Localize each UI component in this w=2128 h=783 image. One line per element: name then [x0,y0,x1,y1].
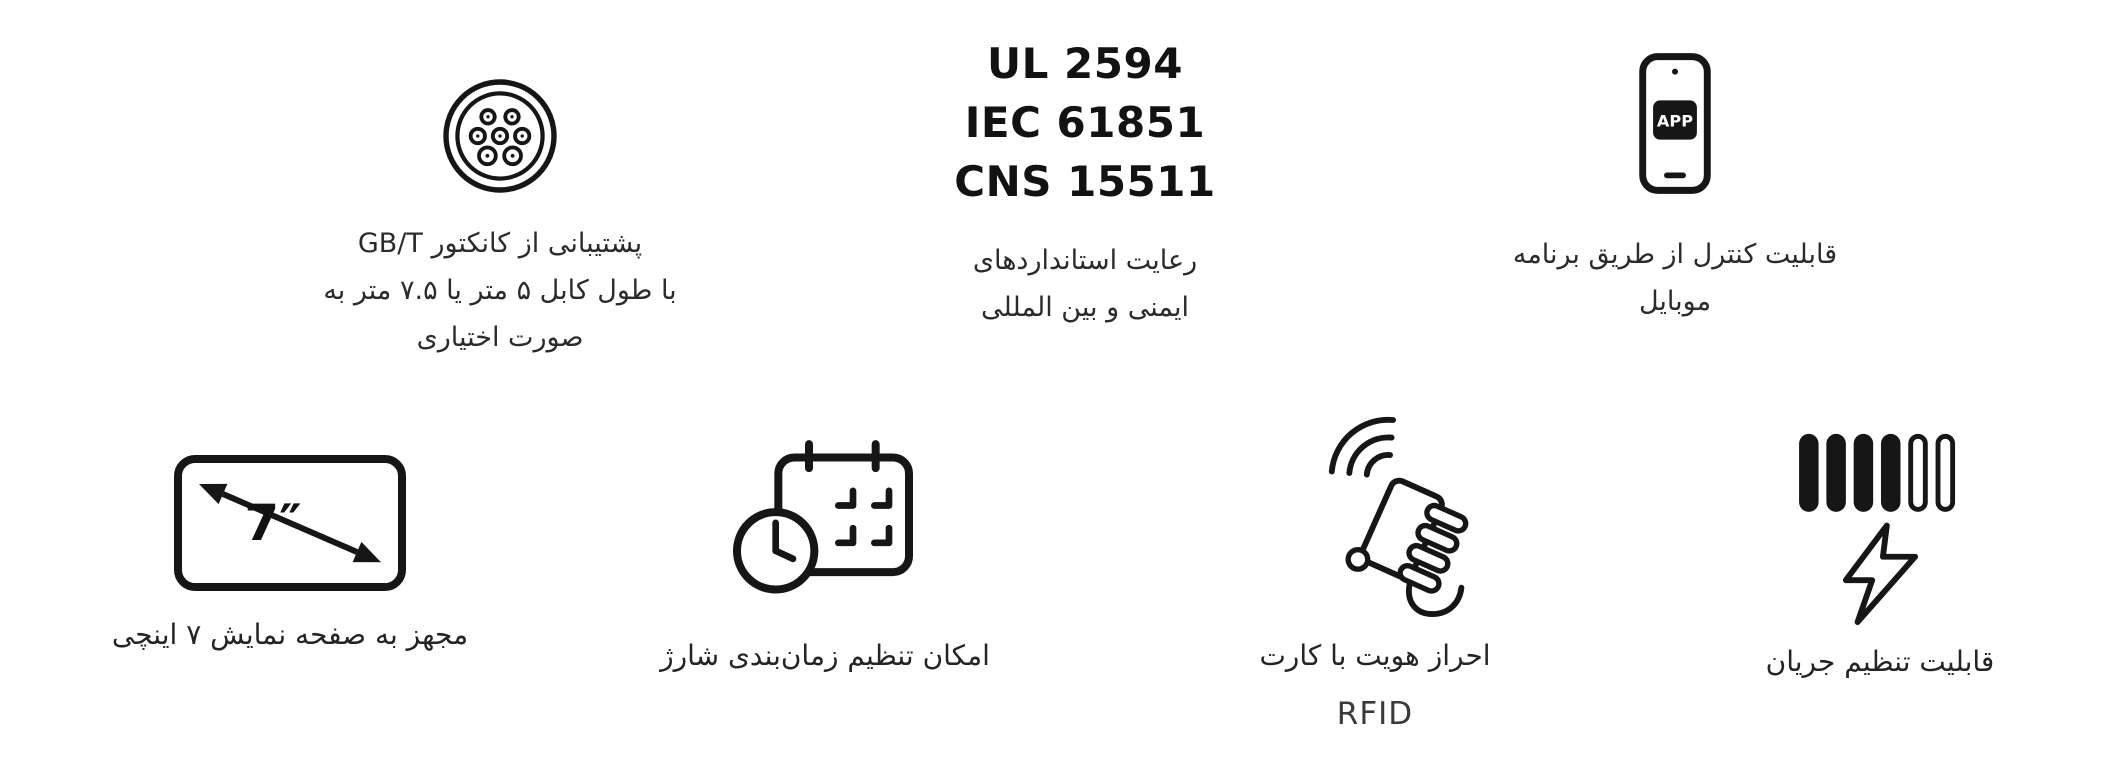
rfid-caption-line: احراز هویت با کارت [1259,639,1491,672]
mobile-app-icon: APP [1639,53,1711,194]
current-bars-icon [1799,433,1956,512]
feature-schedule: امکان تنظیم زمان‌بندی شارژ [600,436,1050,679]
standard-code: UL 2594 [987,39,1183,88]
standard-code: IEC 61851 [964,98,1206,147]
display-caption-line: مجهز به صفحه نمایش ۷ اینچی [111,618,469,651]
app-badge-label: APP [1657,111,1693,130]
feature-app-control: APP قابلیت کنترل از طریق برنامه موبایل [1430,52,1920,325]
standards-codes: UL 2594 IEC 61851 CNS 15511 [954,34,1215,211]
app-caption-line: قابلیت کنترل از طریق برنامه [1512,239,1838,270]
display-size-label: 7″ [244,494,301,552]
feature-rfid: احراز هویت با کارت RFID [1150,412,1600,735]
gbt-connector-icon [443,79,557,193]
rfid-sub-label: RFID [1336,696,1414,732]
connector-caption-line: با طول کابل ۵ متر یا ۷.۵ متر به [323,275,677,306]
standard-code: CNS 15511 [954,157,1216,206]
standards-caption-line: رعایت استانداردهای [972,245,1198,276]
connector-caption-line: پشتیبانی از کانکتور GB/T [357,228,643,259]
current-caption-line: قابلیت تنظیم جریان [1765,645,1995,678]
feature-gbt-connector: پشتیبانی از کانکتور GB/T با طول کابل ۵ م… [240,76,760,361]
rfid-card-hand-icon [1328,416,1468,617]
connector-caption-line: صورت اختیاری [416,322,584,353]
standards-caption-line: ایمنی و بین المللی [981,292,1189,323]
app-caption-line: موبایل [1638,286,1712,317]
feature-standards: UL 2594 IEC 61851 CNS 15511 رعایت استاند… [845,34,1325,331]
calendar-clock-icon [733,440,913,594]
schedule-caption-line: امکان تنظیم زمان‌بندی شارژ [660,639,990,672]
display-size-icon: 7″ [174,455,406,591]
current-adjust-icon [1799,433,1956,625]
feature-display: 7″ مجهز به صفحه نمایش ۷ اینچی [70,452,510,658]
feature-current: قابلیت تنظیم جریان [1655,430,2105,685]
lightning-icon [1842,522,1919,625]
